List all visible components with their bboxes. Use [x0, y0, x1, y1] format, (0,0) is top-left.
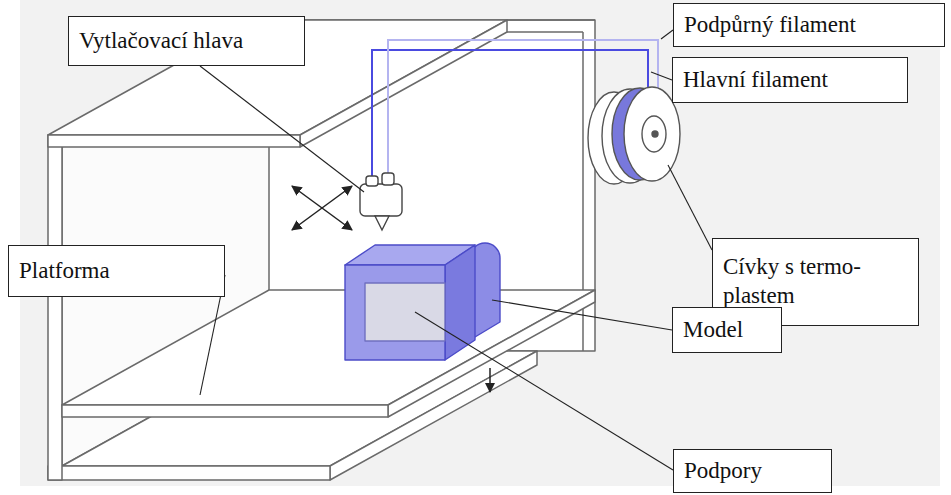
platform-arrow [489, 368, 491, 392]
callout-box: Hlavní filament [672, 57, 908, 103]
bottom-plate-front [48, 466, 330, 480]
callout-box: Model [672, 307, 782, 353]
platform [62, 290, 595, 405]
callout-box: Podpory [673, 449, 832, 493]
spool-axle [652, 131, 658, 137]
leader-line [200, 66, 364, 192]
supports [365, 283, 445, 341]
head-fitting [366, 176, 378, 186]
model-front [345, 265, 445, 360]
top-plate-front [48, 135, 300, 147]
head-fitting [382, 173, 394, 185]
callout-box: Podpůrný filament [673, 3, 945, 47]
leader-line [661, 30, 673, 39]
motion-arrow [292, 186, 352, 230]
callout-label: Platforma [19, 257, 110, 286]
callout-label: Podpory [684, 457, 762, 486]
back-wall-top [507, 19, 595, 21]
callout-label: Vytlačovací hlava [79, 27, 243, 56]
callout-label: Cívky s termo- plastem [723, 253, 908, 311]
leader-line [668, 165, 712, 250]
callout-label: Model [683, 316, 743, 345]
leader-line [415, 312, 673, 470]
callout-label: Podpůrný filament [684, 11, 856, 40]
model-side [445, 245, 475, 360]
platform-front [62, 405, 388, 417]
callout-box: Vytlačovací hlava [68, 16, 305, 66]
background [20, 0, 940, 486]
spool-hub [642, 116, 666, 152]
callout-label: Hlavní filament [683, 66, 828, 95]
extrusion-head [360, 184, 402, 216]
nozzle [375, 216, 389, 230]
leader-line [492, 300, 672, 330]
motion-arrow [292, 186, 352, 230]
leader-line [651, 72, 672, 80]
left-wall-front [48, 135, 62, 480]
callout-box: Platforma [8, 245, 225, 297]
